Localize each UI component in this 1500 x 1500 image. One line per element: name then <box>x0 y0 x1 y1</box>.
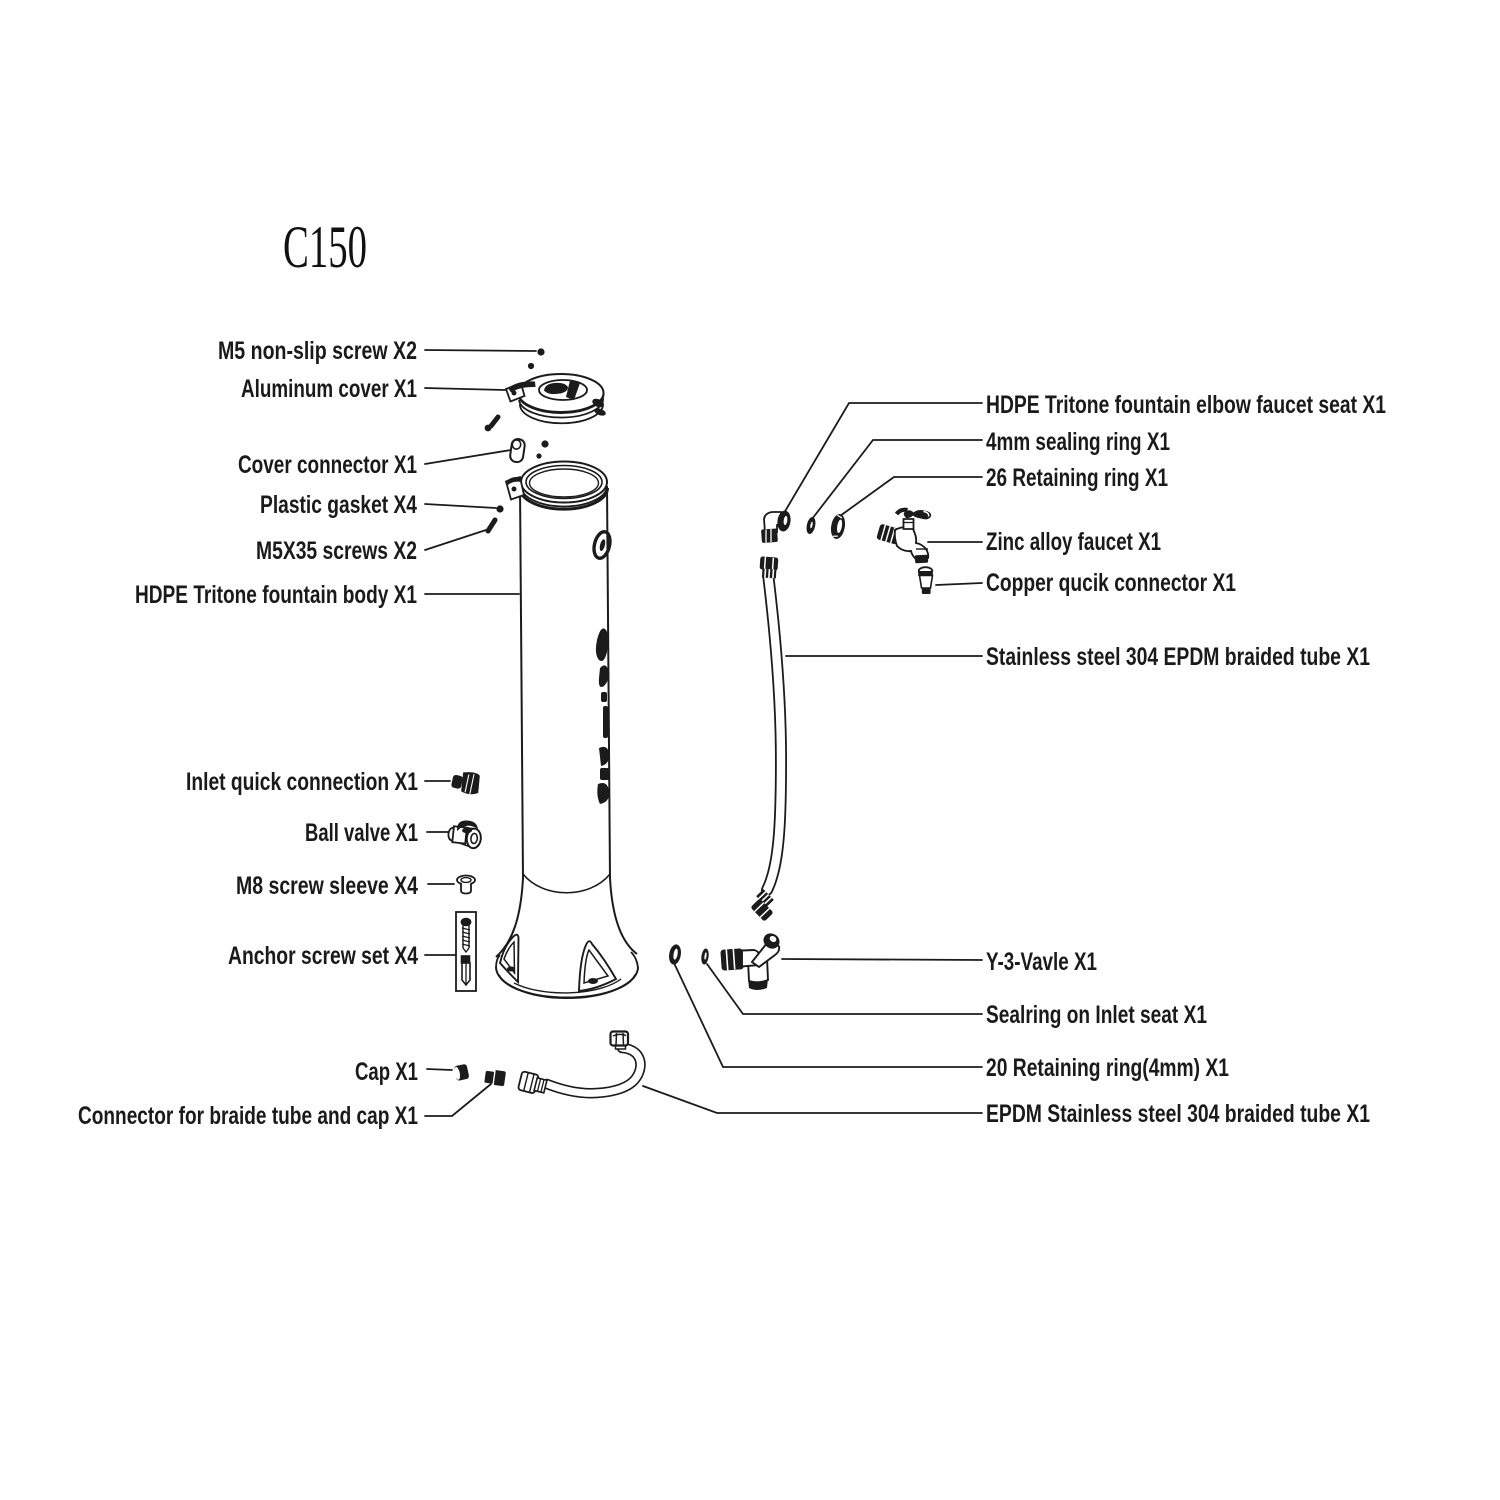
svg-text:Inlet quick connection X1: Inlet quick connection X1 <box>186 768 418 796</box>
svg-text:C150: C150 <box>283 214 367 280</box>
svg-text:Anchor screw set X4: Anchor screw set X4 <box>228 942 418 970</box>
svg-text:Connector for braide tube and: Connector for braide tube and cap X1 <box>78 1102 418 1130</box>
svg-text:Plastic gasket X4: Plastic gasket X4 <box>260 491 417 519</box>
svg-text:HDPE Tritone fountain body X1: HDPE Tritone fountain body X1 <box>135 581 417 609</box>
svg-text:Aluminum cover X1: Aluminum cover X1 <box>241 375 417 403</box>
svg-text:Ball valve X1: Ball valve X1 <box>305 819 418 847</box>
svg-text:M5 non-slip screw X2: M5 non-slip screw X2 <box>218 337 417 365</box>
svg-text:Y-3-Vavle X1: Y-3-Vavle X1 <box>986 948 1097 976</box>
svg-text:Stainless steel 304 EPDM braid: Stainless steel 304 EPDM braided tube X1 <box>986 643 1370 671</box>
svg-text:Zinc alloy faucet X1: Zinc alloy faucet X1 <box>986 528 1161 556</box>
svg-text:Sealring on Inlet seat X1: Sealring on Inlet seat X1 <box>986 1001 1207 1029</box>
svg-text:EPDM Stainless steel 304 braid: EPDM Stainless steel 304 braided tube X1 <box>986 1100 1370 1128</box>
svg-text:Cover connector X1: Cover connector X1 <box>238 451 417 479</box>
svg-text:M8 screw sleeve X4: M8 screw sleeve X4 <box>236 872 418 900</box>
svg-text:20 Retaining ring(4mm) X1: 20 Retaining ring(4mm) X1 <box>986 1054 1229 1082</box>
svg-text:M5X35 screws X2: M5X35 screws X2 <box>256 537 417 565</box>
svg-text:Copper qucik connector X1: Copper qucik connector X1 <box>986 569 1236 597</box>
svg-text:26 Retaining ring X1: 26 Retaining ring X1 <box>986 464 1168 492</box>
svg-text:Cap X1: Cap X1 <box>355 1058 418 1086</box>
svg-text:4mm sealing ring X1: 4mm sealing ring X1 <box>986 428 1170 456</box>
svg-text:HDPE Tritone fountain elbow fa: HDPE Tritone fountain elbow faucet seat … <box>986 391 1386 419</box>
